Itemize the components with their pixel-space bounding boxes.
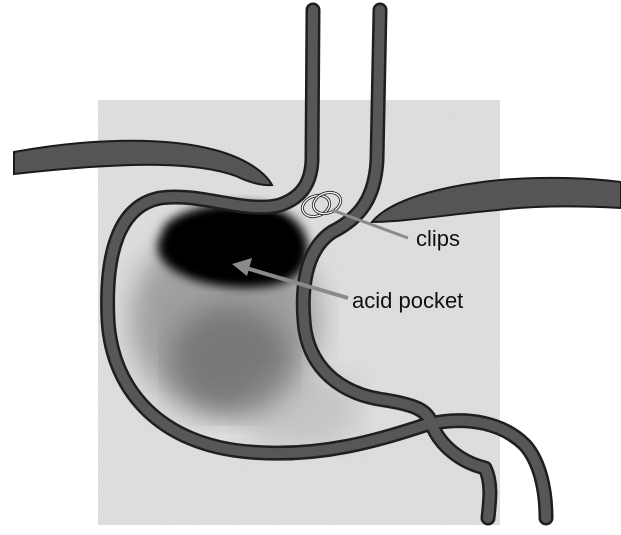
acid-pocket-label: acid pocket: [352, 288, 463, 313]
clips-label: clips: [416, 226, 460, 251]
